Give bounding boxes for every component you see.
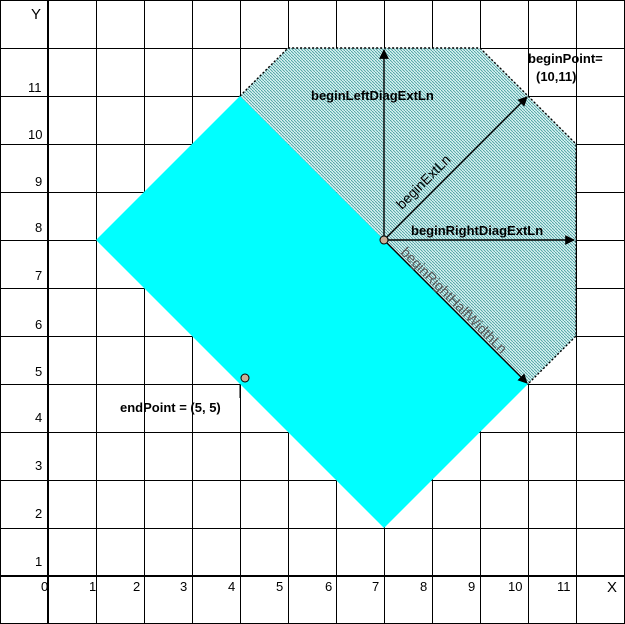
begin-ext-line bbox=[383, 96, 528, 241]
x-tick-5: 5 bbox=[276, 579, 283, 594]
begin-right-diag-ext-label: beginRightDiagExtLn bbox=[411, 223, 543, 238]
x-tick-3: 3 bbox=[180, 579, 187, 594]
stroke-body bbox=[96, 96, 528, 528]
y-tick-2: 2 bbox=[35, 506, 42, 521]
y-tick-1: 1 bbox=[35, 554, 42, 569]
x-tick-8: 8 bbox=[420, 579, 427, 594]
x-tick-9: 9 bbox=[468, 579, 475, 594]
x-tick-7: 7 bbox=[372, 579, 379, 594]
end-point-marker bbox=[240, 373, 250, 383]
x-tick-6: 6 bbox=[325, 579, 332, 594]
begin-point-marker bbox=[379, 235, 389, 245]
x-tick-11: 11 bbox=[557, 579, 571, 594]
y-axis-label: Y bbox=[31, 6, 41, 23]
begin-point-label-line2: (10,11) bbox=[536, 69, 576, 84]
begin-right-half-width-line bbox=[383, 239, 528, 384]
y-tick-9: 9 bbox=[35, 174, 42, 189]
y-tick-3: 3 bbox=[35, 458, 42, 473]
y-tick-6: 6 bbox=[35, 317, 42, 332]
y-tick-4: 4 bbox=[35, 410, 42, 425]
x-tick-labels: 0 1 2 3 4 5 6 7 8 9 10 11 bbox=[41, 579, 571, 594]
x-tick-0: 0 bbox=[41, 579, 48, 594]
end-point-label: endPoint = (5, 5) bbox=[120, 400, 221, 415]
y-tick-10: 10 bbox=[28, 127, 42, 142]
y-tick-11: 11 bbox=[28, 80, 42, 95]
begin-cap-outline bbox=[239, 47, 577, 385]
x-tick-2: 2 bbox=[133, 579, 140, 594]
x-tick-4: 4 bbox=[228, 579, 235, 594]
begin-point-label-line1: beginPoint= bbox=[528, 51, 603, 66]
y-tick-8: 8 bbox=[35, 220, 42, 235]
x-tick-10: 10 bbox=[508, 579, 522, 594]
y-tick-5: 5 bbox=[35, 364, 42, 379]
y-tick-7: 7 bbox=[35, 268, 42, 283]
x-axis-label: X bbox=[607, 579, 617, 596]
begin-left-diag-ext-label: beginLeftDiagExtLn bbox=[311, 88, 434, 103]
x-tick-1: 1 bbox=[89, 579, 96, 594]
vectors bbox=[379, 49, 575, 384]
y-tick-labels: 1 2 3 4 5 6 7 8 9 10 11 bbox=[28, 80, 42, 569]
